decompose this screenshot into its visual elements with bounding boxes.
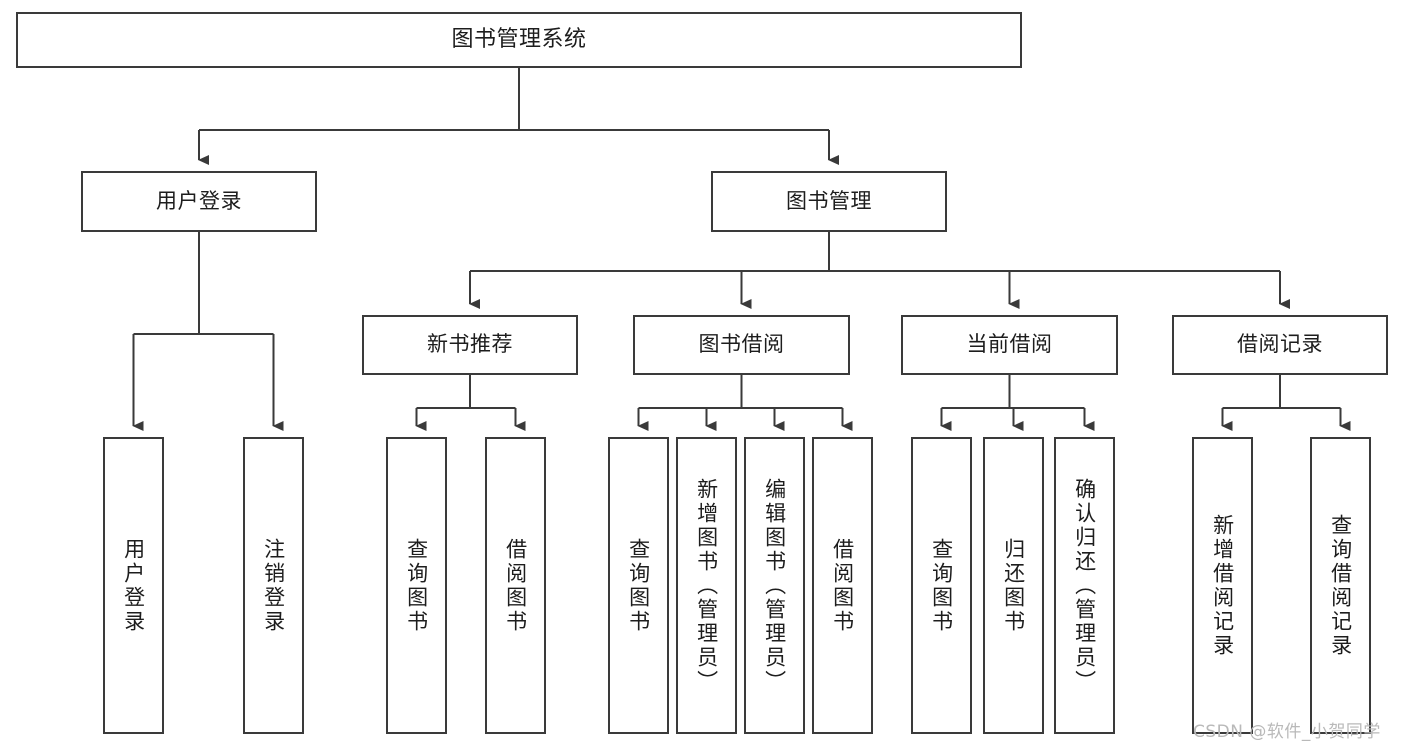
node-leaf-9[interactable]: 归还图书 bbox=[983, 437, 1044, 734]
node-leaf-2-label: 查询图书 bbox=[404, 537, 429, 634]
node-l2-0-label: 新书推荐 bbox=[427, 332, 513, 357]
node-leaf-1-label: 注销登录 bbox=[261, 537, 286, 634]
node-leaf-7[interactable]: 借阅图书 bbox=[812, 437, 873, 734]
node-leaf-10[interactable]: 确认归还（管理员） bbox=[1054, 437, 1115, 734]
node-root-system-label: 图书管理系统 bbox=[451, 26, 587, 52]
node-leaf-4[interactable]: 查询图书 bbox=[608, 437, 669, 734]
node-leaf-2[interactable]: 查询图书 bbox=[386, 437, 447, 734]
node-l1-1[interactable]: 图书管理 bbox=[711, 171, 947, 232]
node-leaf-8[interactable]: 查询图书 bbox=[911, 437, 972, 734]
node-l2-3[interactable]: 借阅记录 bbox=[1172, 315, 1388, 375]
node-leaf-7-label: 借阅图书 bbox=[830, 537, 855, 634]
node-leaf-3-label: 借阅图书 bbox=[503, 537, 528, 634]
node-l2-2-label: 当前借阅 bbox=[966, 332, 1053, 357]
node-leaf-0-label: 用户登录 bbox=[121, 537, 146, 634]
node-leaf-11-label: 新增借阅记录 bbox=[1210, 513, 1235, 658]
node-leaf-12-label: 查询借阅记录 bbox=[1328, 513, 1353, 658]
node-l2-1-label: 图书借阅 bbox=[698, 332, 785, 357]
node-l2-3-label: 借阅记录 bbox=[1237, 332, 1323, 357]
node-leaf-0[interactable]: 用户登录 bbox=[103, 437, 164, 734]
node-l1-0[interactable]: 用户登录 bbox=[81, 171, 317, 232]
node-l2-1[interactable]: 图书借阅 bbox=[633, 315, 850, 375]
node-leaf-9-label: 归还图书 bbox=[1001, 537, 1026, 634]
node-l1-1-label: 图书管理 bbox=[786, 188, 872, 213]
node-l2-2[interactable]: 当前借阅 bbox=[901, 315, 1118, 375]
node-l2-0[interactable]: 新书推荐 bbox=[362, 315, 578, 375]
node-leaf-12[interactable]: 查询借阅记录 bbox=[1310, 437, 1371, 734]
node-leaf-6[interactable]: 编辑图书（管理员） bbox=[744, 437, 805, 734]
node-leaf-3[interactable]: 借阅图书 bbox=[485, 437, 546, 734]
node-leaf-5[interactable]: 新增图书（管理员） bbox=[676, 437, 737, 734]
node-l1-0-label: 用户登录 bbox=[156, 188, 242, 213]
node-leaf-10-label: 确认归还（管理员） bbox=[1072, 477, 1097, 694]
node-leaf-6-label: 编辑图书（管理员） bbox=[762, 477, 787, 694]
node-root-system[interactable]: 图书管理系统 bbox=[16, 12, 1022, 68]
node-leaf-1[interactable]: 注销登录 bbox=[243, 437, 304, 734]
node-leaf-8-label: 查询图书 bbox=[929, 537, 954, 634]
node-leaf-4-label: 查询图书 bbox=[626, 537, 651, 634]
node-leaf-5-label: 新增图书（管理员） bbox=[694, 477, 719, 694]
node-leaf-11[interactable]: 新增借阅记录 bbox=[1192, 437, 1253, 734]
csdn-watermark: CSDN @软件_小贺同学 bbox=[1193, 722, 1381, 742]
